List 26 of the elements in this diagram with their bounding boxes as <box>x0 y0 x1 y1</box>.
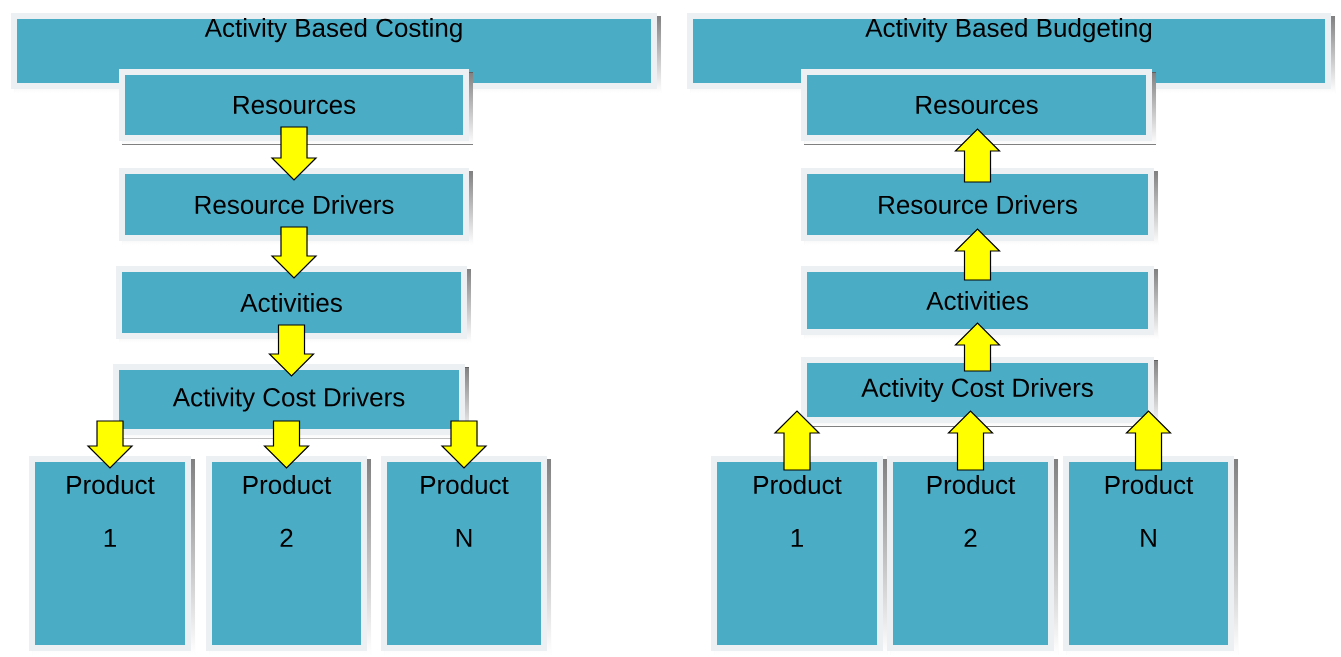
block-arrow <box>954 128 1001 183</box>
product-box: Product N <box>381 456 551 655</box>
block-arrow <box>773 410 821 471</box>
process-box: Resource Drivers <box>119 168 473 245</box>
block-arrow <box>947 410 994 471</box>
process-box: Activities <box>116 266 471 343</box>
process-box: Activity Cost Drivers <box>113 364 469 439</box>
block-arrow <box>954 228 1001 281</box>
product-box: Product 2 <box>887 456 1058 655</box>
block-arrow <box>268 324 315 377</box>
process-box: Resources <box>119 69 473 145</box>
block-arrow <box>270 126 318 181</box>
process-box: Activity Cost Drivers <box>801 357 1158 427</box>
product-box: Product 1 <box>29 456 195 655</box>
block-arrow <box>440 420 488 469</box>
process-box: Resources <box>801 69 1156 145</box>
block-arrow <box>86 420 134 469</box>
block-arrow <box>954 322 1001 372</box>
process-box: Resource Drivers <box>801 168 1158 245</box>
block-arrow <box>270 226 318 279</box>
product-box: Product N <box>1063 456 1238 655</box>
process-box: Activities <box>801 266 1158 339</box>
product-box: Product 1 <box>711 456 887 655</box>
product-box: Product 2 <box>206 456 371 655</box>
block-arrow <box>1125 410 1172 471</box>
block-arrow <box>263 420 310 469</box>
